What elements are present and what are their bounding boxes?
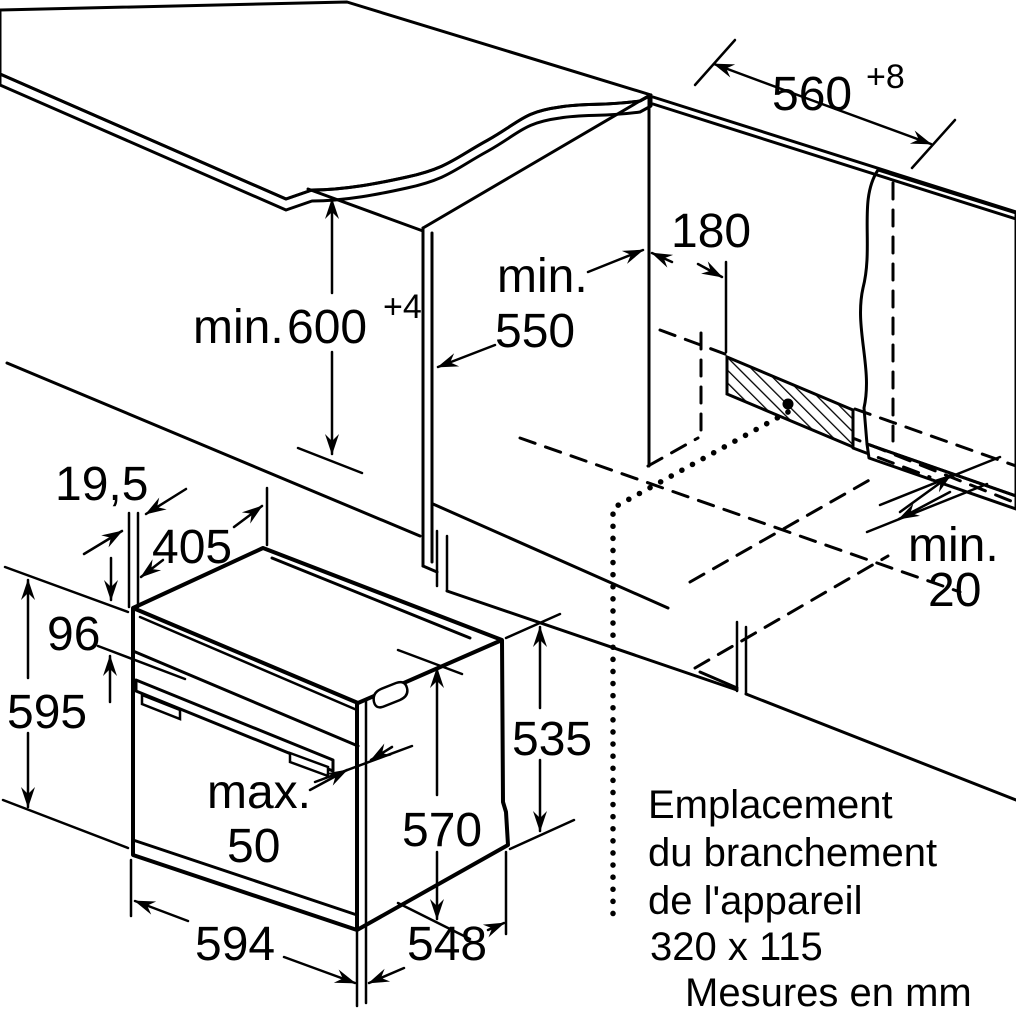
dim-handle-clearance: max. 50: [207, 743, 414, 873]
oven-body: [131, 546, 510, 932]
dim-oven-depth: 548: [367, 850, 508, 985]
dim-niche-depth-value: 550: [495, 305, 575, 358]
dim-door-thickness-value: 19,5: [55, 458, 148, 511]
dim-oven-height: 595: [1, 578, 130, 850]
dim-rear-clearance-value: 20: [928, 564, 981, 617]
dim-rear-clearance: min. 20: [865, 455, 1002, 617]
connection-note-line3: de l'appareil: [648, 879, 862, 923]
dim-door-height: 570: [396, 648, 482, 941]
units-note: Mesures en mm: [685, 971, 972, 1015]
dim-gap-back-value: 180: [671, 205, 751, 258]
niche-cabinet: [5, 93, 1016, 802]
dim-niche-height-prefix: min.: [193, 301, 284, 354]
dim-niche-width-value: 560: [772, 68, 852, 121]
dim-niche-height-tol: +4: [383, 288, 422, 326]
right-side-wall-band: [865, 442, 1016, 511]
connection-zone: [610, 260, 855, 928]
dim-niche-width-tol: +8: [866, 58, 905, 96]
connection-note-line2: du branchement: [648, 831, 937, 875]
dim-gap-back: 180: [650, 205, 751, 279]
connection-point-dot: [782, 398, 794, 410]
dim-niche-height-value: 600: [287, 301, 367, 354]
dim-rear-clearance-prefix: min.: [908, 519, 999, 572]
dimensions: min. 600 +4 560 +8 180 min. 550: [1, 38, 1002, 1008]
right-side-wall: [859, 168, 1016, 511]
dim-handle-clearance-value: 50: [227, 820, 280, 873]
dim-oven-width-value: 594: [195, 918, 275, 971]
dim-panel-height-value: 96: [47, 608, 100, 661]
dim-top-depth-value: 405: [152, 521, 232, 574]
dim-panel-height: 96: [3, 556, 187, 704]
dim-oven-height-value: 595: [7, 686, 87, 739]
oven-side-grip-icon: [372, 680, 409, 709]
hidden-edges: [518, 328, 1016, 670]
dim-door-height-value: 570: [402, 804, 482, 857]
connection-note: Emplacement du branchement de l'appareil…: [648, 783, 937, 969]
dim-side-height: 535: [504, 612, 592, 851]
dim-side-height-value: 535: [512, 713, 592, 766]
oven-handle-bracket-left: [140, 693, 182, 721]
dim-oven-depth-value: 548: [407, 918, 487, 971]
dim-top-depth: 405: [139, 486, 269, 579]
dim-niche-depth-prefix: min.: [497, 250, 588, 303]
connection-note-line1: Emplacement: [648, 783, 893, 827]
dim-niche-height: min. 600 +4: [193, 197, 422, 475]
dim-handle-clearance-prefix: max.: [207, 766, 311, 819]
connection-note-size: 320 x 115: [650, 925, 823, 969]
dim-niche-width: 560 +8: [693, 38, 957, 170]
dim-door-thickness: 19,5: [55, 458, 188, 609]
worktop-surface: [0, 0, 653, 201]
dim-oven-width: 594: [129, 858, 368, 1008]
worktop: [0, 0, 653, 212]
right-side-wall-panel: [859, 168, 1016, 498]
oven: [131, 546, 510, 932]
dim-niche-depth: min. 550: [436, 248, 645, 369]
